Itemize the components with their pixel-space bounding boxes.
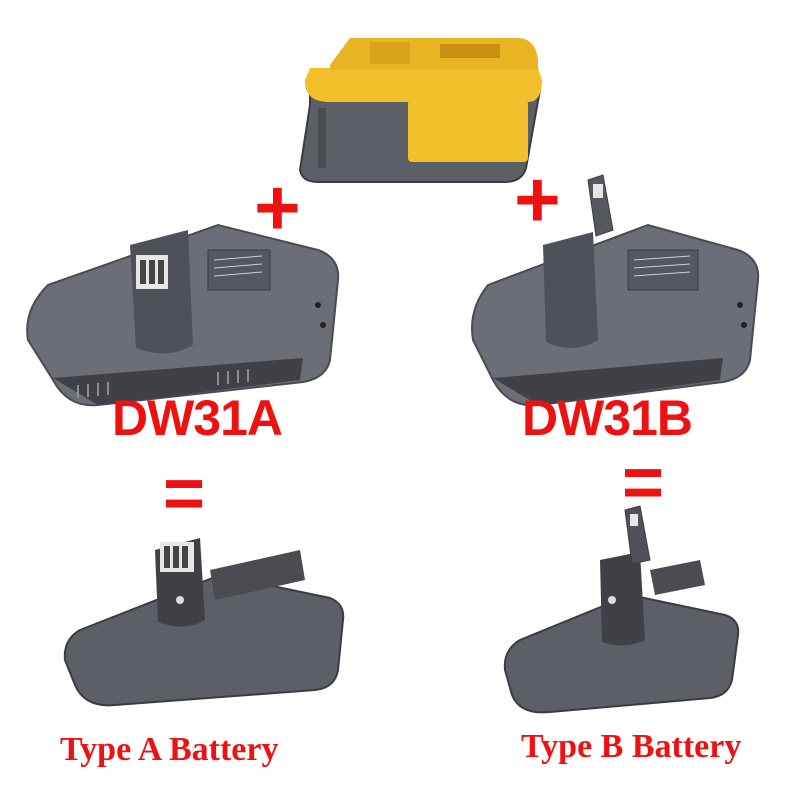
adapter-dw31a-image xyxy=(26,223,340,407)
plus-sign-left: + xyxy=(254,163,301,252)
type-a-battery-caption: Type A Battery xyxy=(60,731,279,768)
source-battery-pack-image xyxy=(298,38,542,183)
adapter-dw31b-image xyxy=(471,174,760,407)
equals-sign-left: = xyxy=(163,454,206,534)
type-b-battery-caption: Type B Battery xyxy=(521,728,742,765)
equals-sign-right: = xyxy=(622,443,665,523)
adapter-model-label-a: DW31A xyxy=(112,390,283,446)
plus-sign-right: + xyxy=(514,155,561,244)
adapter-model-label-b: DW31B xyxy=(522,390,693,446)
type-b-battery-image xyxy=(503,505,740,714)
type-a-battery-image xyxy=(63,538,345,707)
